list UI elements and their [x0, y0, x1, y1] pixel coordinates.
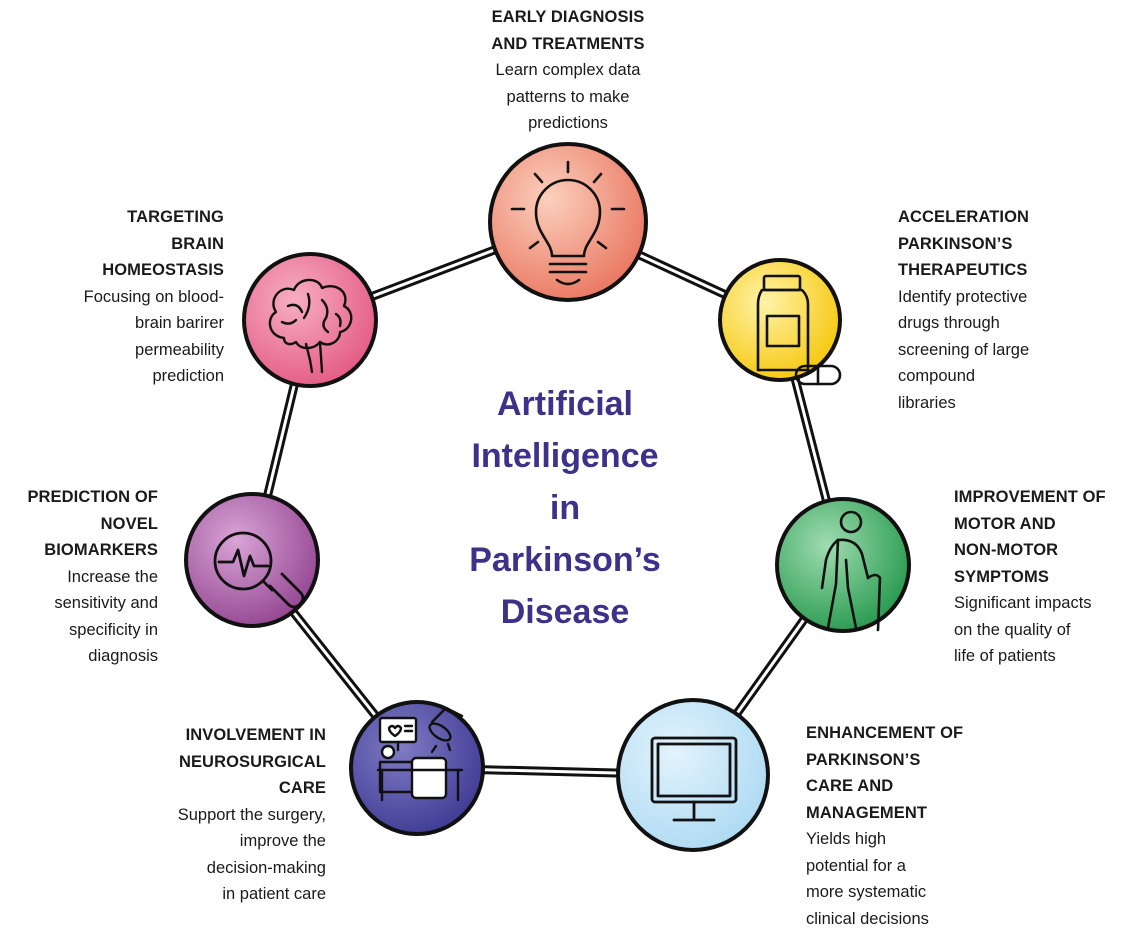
label-brain-homeostasis: TARGETING BRAIN HOMEOSTASIS Focusing on …: [20, 204, 224, 390]
desc-line: diagnosis: [88, 647, 158, 665]
node-description: Learn complex data patterns to make pred…: [430, 57, 706, 137]
node-description: Support the surgery, improve the decisio…: [96, 802, 326, 908]
desc-line: Support the surgery,: [177, 805, 326, 824]
node-description: Significant impacts on the quality of li…: [954, 590, 1134, 670]
desc-line: drugs through: [898, 314, 1000, 332]
center-title-line: Parkinson’s: [469, 541, 661, 579]
title-line: CARE: [278, 779, 326, 797]
center-title-line: Artificial: [496, 385, 634, 423]
elderly-person-icon: [820, 510, 882, 632]
title-line: NOVEL: [100, 514, 158, 533]
label-novel-biomarkers: PREDICTION OF NOVEL BIOMARKERS Increase …: [2, 484, 158, 670]
label-care-management: ENHANCEMENT OF PARKINSON’S CARE AND MANA…: [806, 720, 1036, 932]
node-circle: [775, 497, 911, 633]
desc-line: on the quality of: [954, 620, 1071, 639]
desc-line: libraries: [898, 393, 956, 412]
desc-line: Significant impacts: [954, 594, 1092, 612]
magnifier-pulse-icon: [213, 531, 305, 609]
desc-line: Yields high: [806, 830, 887, 848]
lightbulb-icon: [510, 160, 626, 286]
center-title-line: Disease: [500, 593, 630, 631]
title-line: ENHANCEMENT OF: [806, 724, 964, 742]
node-title: ENHANCEMENT OF PARKINSON’S CARE AND MANA…: [806, 720, 1036, 826]
desc-line: decision-making: [206, 858, 326, 877]
title-line: EARLY DIAGNOSIS: [491, 8, 645, 26]
monitor-icon: [650, 736, 738, 822]
title-line: PREDICTION OF: [27, 488, 158, 506]
desc-line: Increase the: [67, 567, 158, 586]
center-title-line: in: [549, 489, 581, 527]
desc-line: patterns to make: [506, 87, 630, 106]
title-line: NON-MOTOR: [954, 541, 1059, 559]
node-title: INVOLVEMENT IN NEUROSURGICAL CARE: [96, 722, 326, 802]
title-line: PARKINSON’S: [806, 750, 921, 769]
center-title-line: Intelligence: [471, 437, 659, 475]
node-circle: [488, 142, 648, 302]
title-line: NEUROSURGICAL: [178, 752, 326, 771]
desc-line: permeability: [135, 340, 224, 359]
medicine-bottle-icon: [756, 274, 842, 386]
title-line: TARGETING: [127, 208, 224, 226]
desc-line: specificity in: [69, 620, 158, 639]
node-early-diagnosis: [488, 142, 648, 302]
desc-line: clinical decisions: [806, 909, 929, 928]
title-line: BIOMARKERS: [44, 541, 158, 559]
node-care-management: [616, 698, 770, 852]
label-neurosurgical-care: INVOLVEMENT IN NEUROSURGICAL CARE Suppor…: [96, 722, 326, 908]
title-line: SYMPTOMS: [954, 567, 1049, 586]
desc-line: improve the: [239, 832, 326, 850]
node-novel-biomarkers: [184, 492, 320, 628]
title-line: AND TREATMENTS: [491, 34, 645, 53]
node-description: Yields high potential for a more systema…: [806, 826, 1036, 932]
desc-line: sensitivity and: [54, 594, 158, 612]
node-description: Increase the sensitivity and specificity…: [2, 564, 158, 670]
desc-line: compound: [898, 367, 976, 385]
desc-line: prediction: [152, 367, 224, 385]
node-acceleration-therapeutics: [718, 258, 842, 386]
node-title: EARLY DIAGNOSIS AND TREATMENTS: [430, 4, 706, 57]
title-line: PARKINSON’S: [898, 234, 1013, 253]
node-circle: [718, 258, 842, 382]
desc-line: potential for a: [806, 856, 906, 875]
label-acceleration-therapeutics: ACCELERATION PARKINSON’S THERAPEUTICS Id…: [898, 204, 1128, 416]
label-early-diagnosis: EARLY DIAGNOSIS AND TREATMENTS Learn com…: [430, 4, 706, 137]
label-motor-symptoms: IMPROVEMENT OF MOTOR AND NON-MOTOR SYMPT…: [954, 484, 1134, 670]
node-circle: [616, 698, 770, 852]
desc-line: Identify protective: [898, 287, 1028, 306]
node-circle: [242, 252, 378, 388]
surgery-icon: [376, 706, 464, 802]
center-title: Artificial Intelligence in Parkinson’s D…: [440, 378, 690, 638]
node-title: IMPROVEMENT OF MOTOR AND NON-MOTOR SYMPT…: [954, 484, 1134, 590]
title-line: HOMEOSTASIS: [102, 261, 224, 279]
brain-icon: [268, 278, 353, 374]
node-title: TARGETING BRAIN HOMEOSTASIS: [20, 204, 224, 284]
title-line: INVOLVEMENT IN: [185, 726, 326, 744]
desc-line: life of patients: [954, 647, 1056, 665]
desc-line: screening of large: [898, 340, 1030, 359]
title-line: IMPROVEMENT OF: [954, 488, 1106, 506]
desc-line: Learn complex data: [495, 61, 641, 79]
title-line: THERAPEUTICS: [898, 261, 1028, 279]
node-title: ACCELERATION PARKINSON’S THERAPEUTICS: [898, 204, 1128, 284]
node-neurosurgical-care: [349, 700, 485, 836]
node-description: Focusing on blood- brain barirer permeab…: [20, 284, 224, 390]
title-line: MOTOR AND: [954, 514, 1056, 533]
node-motor-symptoms: [775, 497, 911, 633]
desc-line: Focusing on blood-: [83, 287, 224, 306]
node-description: Identify protective drugs through screen…: [898, 284, 1128, 417]
desc-line: more systematic: [806, 883, 927, 901]
node-title: PREDICTION OF NOVEL BIOMARKERS: [2, 484, 158, 564]
title-line: ACCELERATION: [898, 208, 1030, 226]
title-line: MANAGEMENT: [806, 803, 928, 822]
desc-line: predictions: [528, 114, 608, 132]
desc-line: brain barirer: [135, 314, 224, 332]
desc-line: in patient care: [222, 885, 326, 903]
title-line: BRAIN: [171, 234, 224, 253]
node-brain-homeostasis: [242, 252, 378, 388]
title-line: CARE AND: [806, 777, 894, 795]
